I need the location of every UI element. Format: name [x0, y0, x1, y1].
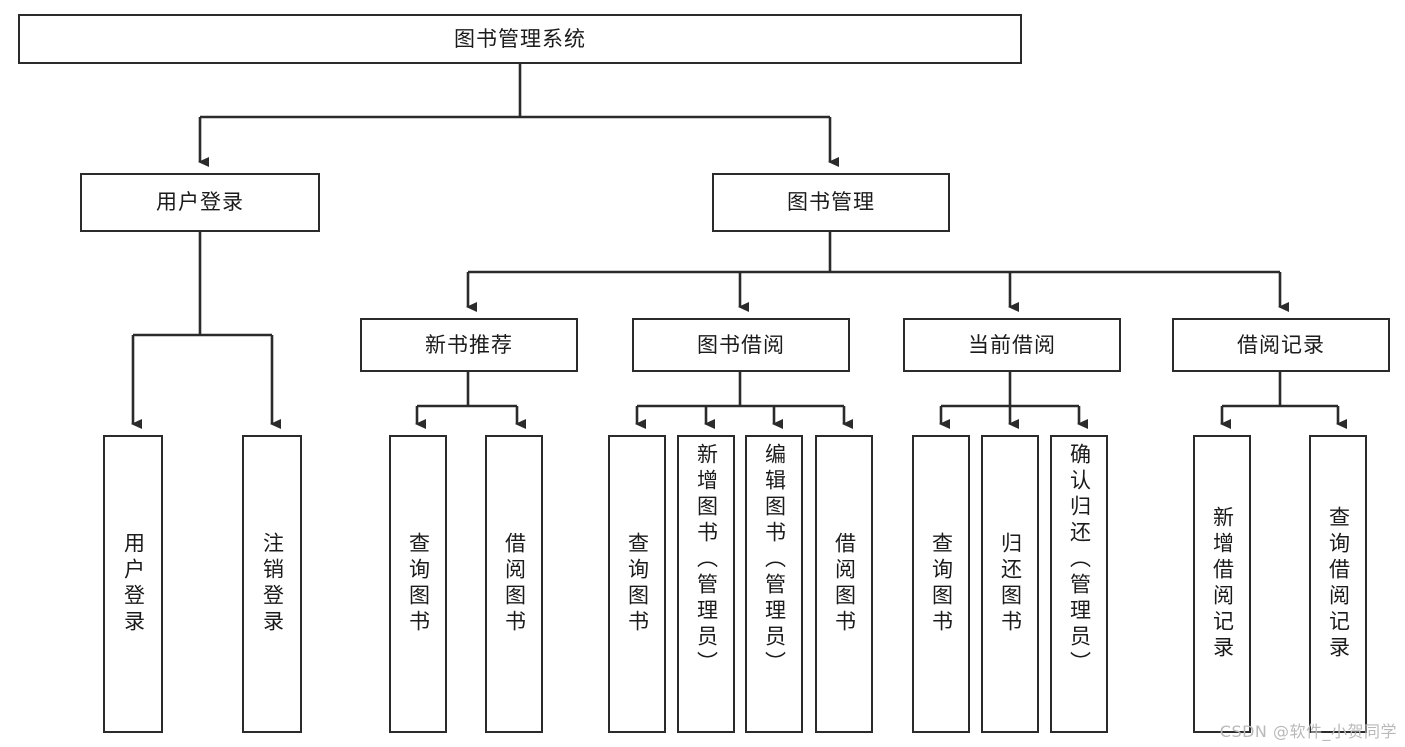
watermark-text: CSDN @软件_小贺同学 — [1219, 722, 1397, 741]
leaf-label: 借阅图书 — [502, 532, 527, 636]
node-book-management[interactable]: 图书管理 — [712, 173, 950, 232]
leaf-user-login-logout[interactable]: 注销登录 — [242, 435, 302, 733]
leaf-label: 归还图书 — [998, 532, 1023, 636]
node-user-login-label: 用户登录 — [156, 190, 244, 215]
node-root[interactable]: 图书管理系统 — [18, 14, 1022, 64]
node-new-book-recommend-label: 新书推荐 — [425, 332, 513, 357]
node-root-label: 图书管理系统 — [454, 26, 586, 51]
leaf-current-return-book[interactable]: 归还图书 — [981, 435, 1039, 733]
node-new-book-recommend[interactable]: 新书推荐 — [360, 318, 578, 372]
leaf-label: 借阅图书 — [832, 532, 857, 636]
node-book-borrow-label: 图书借阅 — [697, 332, 785, 357]
leaf-label: 注销登录 — [260, 532, 285, 636]
leaf-label: 新增图书（管理员） — [694, 443, 719, 677]
leaf-borrow-edit-book[interactable]: 编辑图书（管理员） — [745, 435, 803, 733]
leaf-label: 新增借阅记录 — [1210, 506, 1235, 662]
leaf-record-query-record[interactable]: 查询借阅记录 — [1309, 435, 1367, 733]
leaf-label: 查询图书 — [625, 532, 650, 636]
leaf-recommend-borrow-book[interactable]: 借阅图书 — [485, 435, 543, 733]
node-user-login[interactable]: 用户登录 — [80, 173, 320, 232]
leaf-current-query-book[interactable]: 查询图书 — [912, 435, 970, 733]
node-current-borrow-label: 当前借阅 — [968, 332, 1056, 357]
leaf-borrow-add-book[interactable]: 新增图书（管理员） — [677, 435, 735, 733]
leaf-borrow-query-book[interactable]: 查询图书 — [608, 435, 666, 733]
leaf-label: 编辑图书（管理员） — [762, 443, 787, 677]
leaf-recommend-query-book[interactable]: 查询图书 — [389, 435, 447, 733]
node-book-borrow[interactable]: 图书借阅 — [632, 318, 850, 372]
node-book-management-label: 图书管理 — [787, 190, 875, 215]
leaf-borrow-borrow-book[interactable]: 借阅图书 — [815, 435, 873, 733]
node-borrow-record[interactable]: 借阅记录 — [1172, 318, 1390, 372]
leaf-user-login-login[interactable]: 用户登录 — [103, 435, 163, 733]
node-current-borrow[interactable]: 当前借阅 — [903, 318, 1121, 372]
leaf-current-confirm-return[interactable]: 确认归还（管理员） — [1050, 435, 1108, 733]
leaf-label: 查询借阅记录 — [1326, 506, 1351, 662]
leaf-record-add-record[interactable]: 新增借阅记录 — [1193, 435, 1251, 733]
leaf-label: 确认归还（管理员） — [1067, 443, 1092, 677]
leaf-label: 查询图书 — [406, 532, 431, 636]
leaf-label: 查询图书 — [929, 532, 954, 636]
node-borrow-record-label: 借阅记录 — [1237, 332, 1325, 357]
leaf-label: 用户登录 — [121, 532, 146, 636]
